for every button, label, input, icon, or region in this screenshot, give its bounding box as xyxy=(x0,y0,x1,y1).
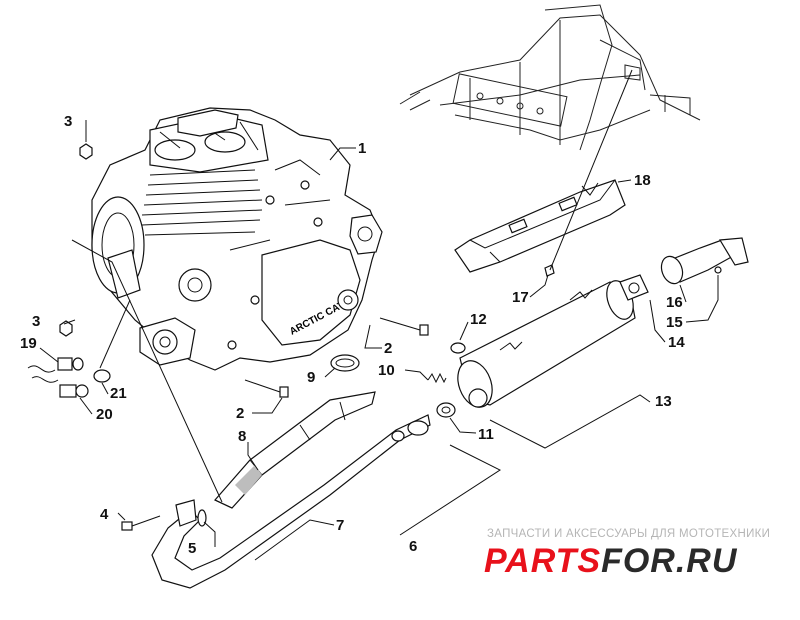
label-15: 15 xyxy=(666,314,683,331)
label-2-upper: 2 xyxy=(384,340,392,357)
watermark-brand-b: FOR.RU xyxy=(601,542,738,580)
label-9: 9 xyxy=(307,369,315,386)
gasket-14 xyxy=(619,274,649,301)
watermark-brand: PARTSFOR.RU xyxy=(484,542,738,580)
label-11: 11 xyxy=(478,426,494,443)
label-14: 14 xyxy=(668,334,685,351)
sensor-19 xyxy=(27,357,84,383)
label-18: 18 xyxy=(634,172,651,189)
bolt-17 xyxy=(544,264,555,277)
frame-section xyxy=(399,4,701,151)
clamp-9 xyxy=(330,354,360,372)
watermark: ЗАПЧАСТИ И АКСЕССУАРЫ ДЛЯ МОТОТЕХНИКИ PA… xyxy=(484,528,770,580)
gasket-5 xyxy=(197,509,207,527)
watermark-brand-a: PARTS xyxy=(484,542,601,580)
muffler xyxy=(457,280,636,408)
watermark-subtitle: ЗАПЧАСТИ И АКСЕССУАРЫ ДЛЯ МОТОТЕХНИКИ xyxy=(487,528,770,540)
spark-arrester xyxy=(660,237,749,285)
callout-labels: 1 2 2 3 3 4 5 6 7 8 9 10 11 12 13 14 15 … xyxy=(20,113,685,557)
label-8: 8 xyxy=(238,428,246,445)
label-10: 10 xyxy=(378,362,395,379)
bolt-4 xyxy=(121,515,161,531)
label-4: 4 xyxy=(100,506,109,523)
label-7: 7 xyxy=(336,517,344,534)
bolt-2-upper xyxy=(379,317,429,336)
spring-10 xyxy=(427,372,447,384)
label-19: 19 xyxy=(20,335,37,352)
label-13: 13 xyxy=(655,393,672,410)
washer-21 xyxy=(93,369,111,383)
label-17: 17 xyxy=(512,289,529,306)
label-3-upper: 3 xyxy=(64,113,72,130)
bolt-2-lower xyxy=(244,379,289,398)
label-20: 20 xyxy=(96,406,113,423)
plug-12 xyxy=(450,342,466,354)
label-21: 21 xyxy=(110,385,127,402)
sensor-20 xyxy=(59,384,89,398)
head-pipe xyxy=(151,414,431,589)
leader-lines xyxy=(39,120,719,561)
label-1: 1 xyxy=(358,140,366,157)
label-2-lower: 2 xyxy=(236,405,244,422)
heat-shield-upper xyxy=(454,179,626,273)
label-12: 12 xyxy=(470,311,487,328)
label-16: 16 xyxy=(666,294,683,311)
label-6: 6 xyxy=(409,538,417,555)
label-3-lower: 3 xyxy=(32,313,40,330)
engine-assembly: ARCTIC CAT xyxy=(91,107,383,371)
nut-3-lower xyxy=(59,320,73,337)
label-5: 5 xyxy=(188,540,196,557)
gasket-11 xyxy=(436,402,456,418)
nut-3-upper xyxy=(79,143,93,160)
